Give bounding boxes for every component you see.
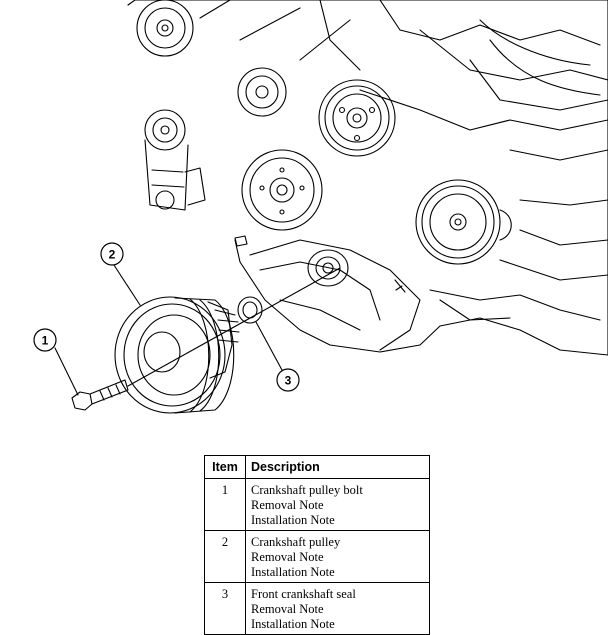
removal-note-link[interactable]: Removal Note [251,498,324,512]
crankshaft-pulley [114,296,240,414]
front-crankshaft-seal [237,296,263,324]
installation-note-link[interactable]: Installation Note [251,565,335,579]
item-number: 1 [204,478,246,531]
belt-tensioner [144,109,206,211]
ac-compressor-clutch [415,179,512,265]
part-name: Crankshaft pulley bolt [251,483,363,497]
callout-2: 2 [100,242,124,266]
leader-line-1 [54,347,79,396]
front-cover-crank-opening [234,235,349,287]
item-number: 3 [204,582,246,635]
removal-note-link[interactable]: Removal Note [251,550,324,564]
installation-note-link[interactable]: Installation Note [251,513,335,527]
table-row: 1 Crankshaft pulley bolt Removal Note In… [204,478,430,531]
table-row: 3 Front crankshaft seal Removal Note Ins… [204,582,430,635]
callout-3: 3 [276,368,300,392]
parts-table: Item Description 1 Crankshaft pulley bol… [204,455,430,635]
water-pump-pulley [318,79,396,157]
leader-line-2 [111,261,141,306]
part-name: Crankshaft pulley [251,535,341,549]
callout-2-label: 2 [109,248,116,262]
crankshaft-pulley-bolt [71,379,129,411]
engine-block-illustration [127,0,608,356]
upper-idler-pulley [136,0,194,57]
description-cell: Crankshaft pulley bolt Removal Note Inst… [245,478,430,531]
callout-3-label: 3 [285,374,292,388]
callout-1-label: 1 [42,334,49,348]
part-name: Front crankshaft seal [251,587,356,601]
item-number: 2 [204,530,246,583]
installation-centerline [127,267,341,387]
description-cell: Front crankshaft seal Removal Note Insta… [245,582,430,635]
leader-line-3 [255,321,283,371]
callout-1: 1 [33,328,57,352]
description-cell: Crankshaft pulley Removal Note Installat… [245,530,430,583]
removal-note-link[interactable]: Removal Note [251,602,324,616]
table-row: 2 Crankshaft pulley Removal Note Install… [204,530,430,583]
header-description: Description [245,455,430,479]
power-steering-pulley [241,149,323,231]
engine-exploded-diagram: 1 2 3 [33,0,608,414]
header-item: Item [204,455,246,479]
installation-note-link[interactable]: Installation Note [251,617,335,631]
idler-pulley-2 [237,67,287,117]
table-header-row: Item Description [204,455,430,479]
